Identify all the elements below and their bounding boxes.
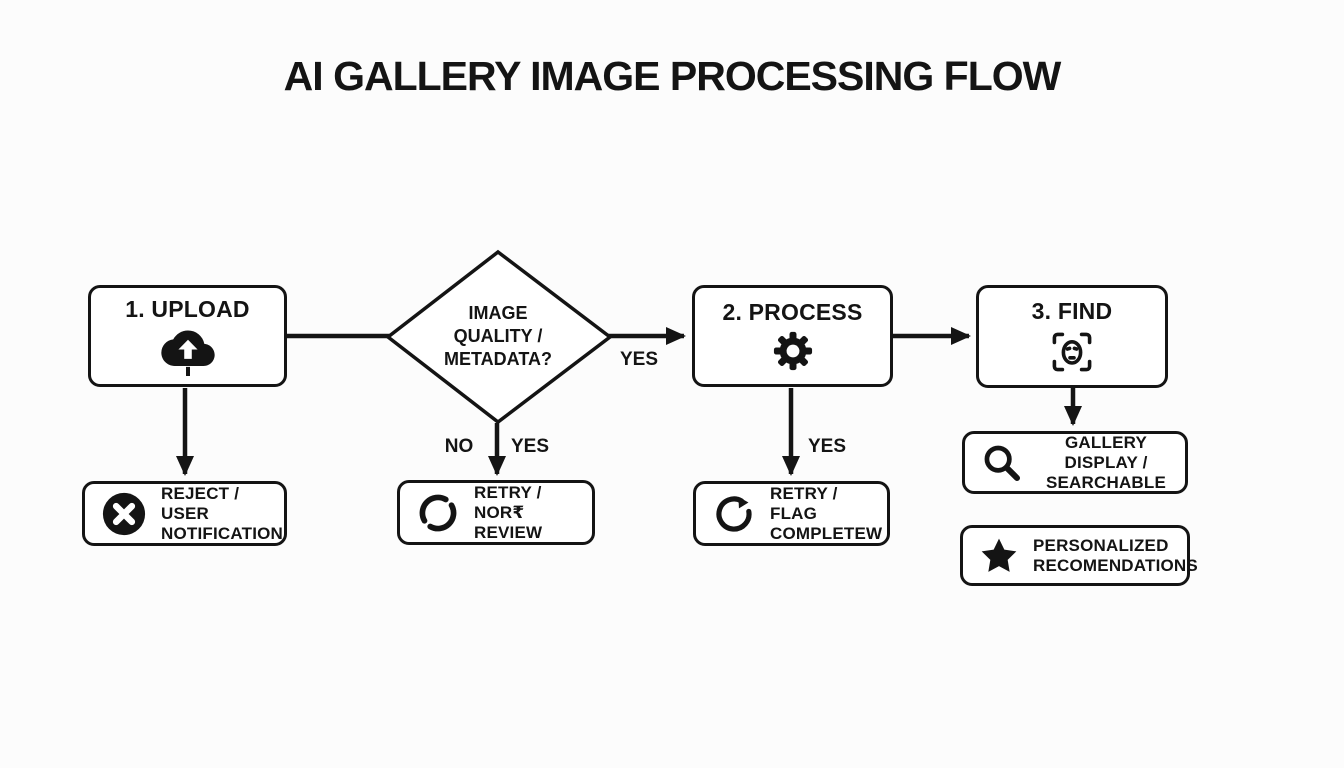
edge-label-no: NO [444, 436, 474, 457]
node-retry-flag: RETRY / FLAG COMPLETEW [693, 481, 890, 546]
page-title: AI GALLERY IMAGE PROCESSING FLOW [283, 53, 1062, 99]
edge-label-yes-down: YES [510, 436, 550, 457]
node-decision: IMAGE QUALITY / METADATA? [398, 302, 598, 371]
refresh-icon [416, 491, 460, 535]
decision-diamond-shape [385, 249, 613, 425]
upload-label: 1. UPLOAD [125, 296, 250, 322]
node-process: 2. PROCESS [692, 285, 893, 387]
decision-line1: IMAGE [468, 303, 528, 323]
decision-line2: QUALITY / [453, 326, 543, 346]
retry-review-label: RETRY / NOR₹ REVIEW [474, 482, 543, 542]
refresh-arrow-icon [712, 492, 756, 536]
cloud-upload-icon [160, 326, 216, 376]
decision-line3: METADATA? [444, 349, 552, 369]
node-gallery: GALLERY DISPLAY / SEARCHABLE [962, 431, 1188, 494]
face-scan-icon [1048, 328, 1096, 376]
search-icon [981, 442, 1023, 484]
retry-flag-label: RETRY / FLAG COMPLETEW [770, 483, 883, 543]
node-upload: 1. UPLOAD [88, 285, 287, 387]
edge-label-yes-right: YES [619, 349, 659, 370]
gallery-label: GALLERY DISPLAY / SEARCHABLE [1045, 432, 1167, 492]
node-retry-review: RETRY / NOR₹ REVIEW [397, 480, 595, 545]
star-icon [979, 536, 1019, 576]
gear-icon [771, 329, 815, 373]
recommendations-label: PERSONALIZED RECOMENDATIONS [1033, 535, 1198, 575]
circle-x-icon [101, 491, 147, 537]
node-recommendations: PERSONALIZED RECOMENDATIONS [960, 525, 1198, 586]
edge-label-yes-process: YES [807, 436, 847, 457]
reject-label: REJECT / USER NOTIFICATION [161, 483, 284, 543]
find-label: 3. FIND [1031, 297, 1113, 324]
node-reject: REJECT / USER NOTIFICATION [82, 481, 287, 546]
node-find: 3. FIND [976, 285, 1168, 388]
process-label: 2. PROCESS [722, 299, 863, 325]
